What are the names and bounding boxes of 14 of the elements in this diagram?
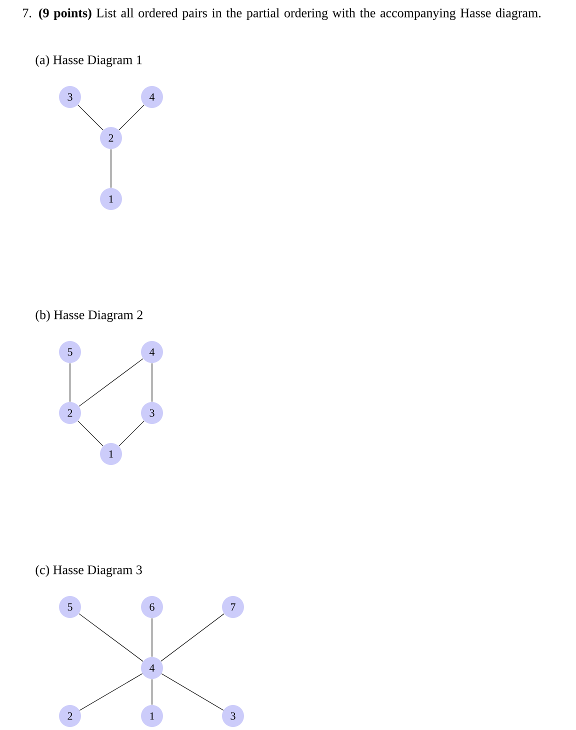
edge-line bbox=[79, 673, 143, 711]
question-text: 7. (9 points) List all ordered pairs in the partial ordering with the accompanying Hasse diagram. bbox=[23, 8, 541, 20]
edge-line bbox=[118, 104, 144, 130]
edge-line bbox=[78, 104, 104, 130]
edge-line bbox=[78, 613, 144, 662]
edge-line bbox=[78, 420, 104, 446]
edge-line bbox=[118, 420, 144, 446]
subheading: (a) Hasse Diagram 1 bbox=[36, 55, 142, 67]
edge-line bbox=[160, 613, 224, 662]
edge-line bbox=[78, 358, 144, 407]
edge-line bbox=[161, 673, 224, 711]
edge-line bbox=[110, 148, 112, 188]
subheading: (c) Hasse Diagram 3 bbox=[36, 565, 142, 577]
subheading: (b) Hasse Diagram 2 bbox=[36, 310, 142, 322]
